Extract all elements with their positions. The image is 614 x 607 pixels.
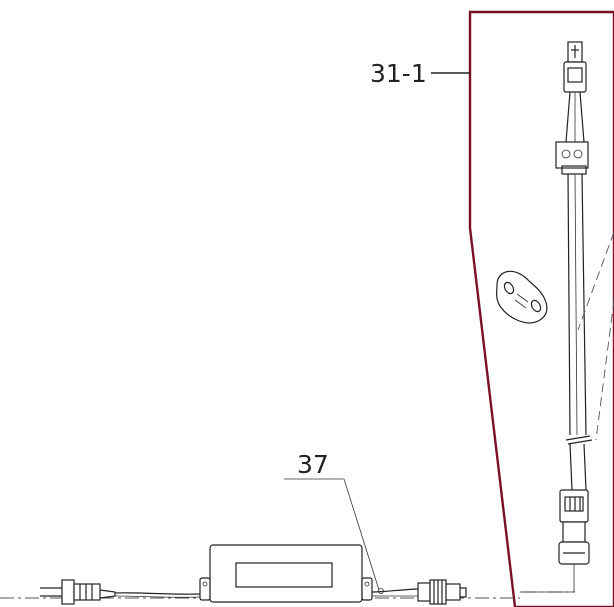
input-cable xyxy=(114,592,201,595)
guide-line-lower xyxy=(595,299,614,441)
output-cable xyxy=(371,588,419,593)
leader-line-37 xyxy=(343,478,380,591)
callout-label-37[interactable]: 37 xyxy=(297,450,329,479)
guide-line xyxy=(577,231,614,331)
mounting-grommet xyxy=(496,270,548,324)
cable-assembly-31-1 xyxy=(520,41,593,593)
inline-connector xyxy=(417,579,467,605)
wall-plug xyxy=(40,579,116,605)
highlight-region-31-1 xyxy=(468,10,614,607)
callout-label-31-1[interactable]: 31-1 xyxy=(370,59,427,88)
power-adapter xyxy=(199,544,373,603)
